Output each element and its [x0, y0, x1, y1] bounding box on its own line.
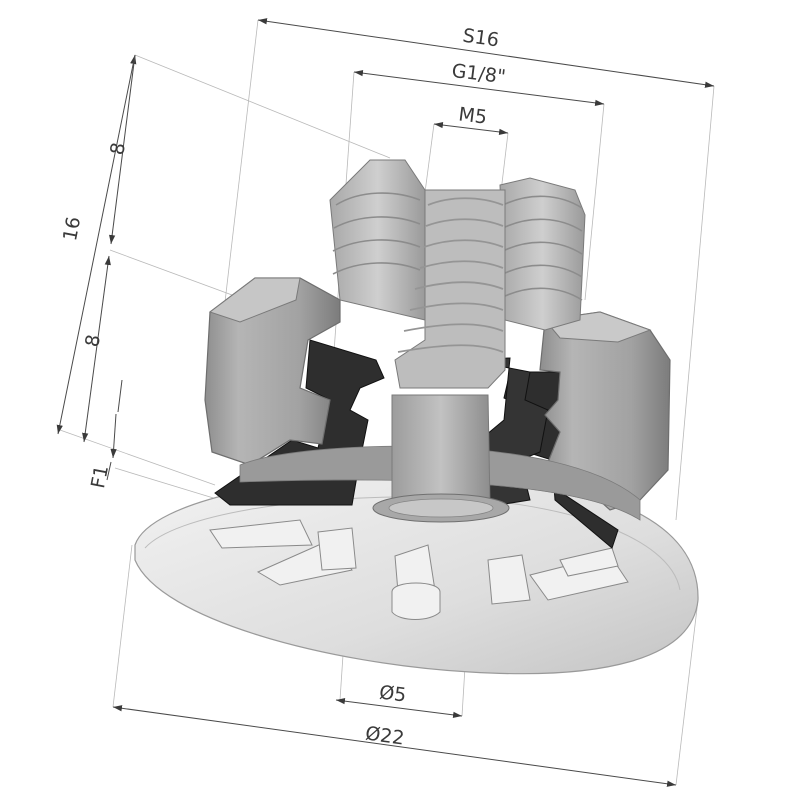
hex-nut: [204, 277, 671, 521]
dimension-lines: [56, 18, 715, 787]
label-h8-bottom: 8: [81, 333, 105, 349]
internal-thread-bore: [372, 189, 510, 523]
suction-cup: [134, 473, 699, 675]
dim-line-g18: [353, 70, 605, 106]
dim-tick-f1-top: [117, 379, 123, 413]
label-d22: Ø22: [364, 722, 406, 749]
cup-ribs: [209, 519, 629, 620]
dim-line-s16: [257, 18, 715, 88]
label-g18: G1/8": [451, 60, 507, 88]
dimension-labels: S16 G1/8" M5 Ø5 Ø22 16 8 8 F1: [59, 25, 507, 750]
label-d5: Ø5: [378, 681, 408, 706]
label-s16: S16: [461, 25, 500, 52]
label-f1: F1: [87, 463, 113, 490]
dim-line-h8-top: [109, 54, 136, 245]
label-h8-top: 8: [106, 141, 130, 157]
dim-tick-f1-bottom: [106, 461, 112, 481]
dim-line-f1: [110, 413, 117, 459]
dim-line-h16: [56, 54, 137, 435]
label-h16: 16: [59, 215, 85, 243]
label-m5: M5: [457, 103, 488, 128]
external-thread: [329, 159, 586, 331]
dim-line-m5: [433, 121, 509, 136]
dim-line-d22: [112, 705, 677, 787]
dim-line-h8-bottom: [82, 255, 111, 443]
